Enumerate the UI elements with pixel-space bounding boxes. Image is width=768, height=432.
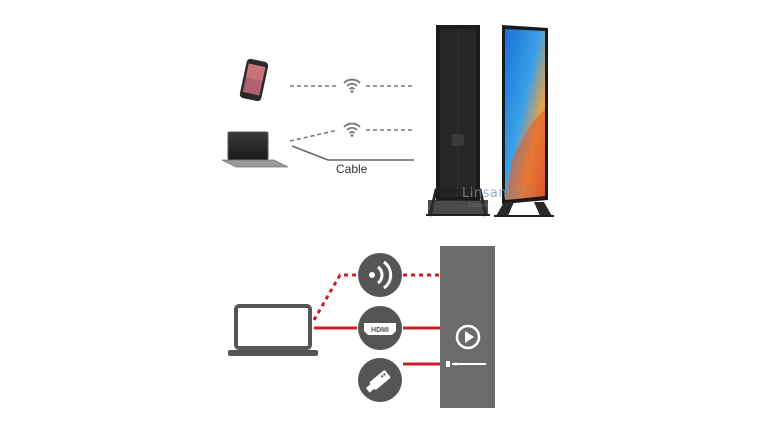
brand-highlight: san: [482, 186, 508, 201]
led-poster-front: [494, 25, 554, 217]
led-poster-back: [426, 25, 490, 217]
brand-tagline: ... Solution ...: [462, 203, 496, 209]
cable-line: [291, 145, 414, 161]
brand-suffix: LED: [507, 186, 535, 201]
brand-prefix: Lin: [462, 186, 483, 201]
laptop-outline-icon: [228, 304, 318, 356]
wifi-icon: [343, 122, 361, 137]
smartphone-icon: [239, 58, 269, 102]
laptop-wifi-link: [289, 129, 414, 142]
usb-drive-icon: [358, 358, 402, 402]
hdmi-icon: HDMI: [358, 306, 402, 350]
wireless-signal-icon: [358, 253, 402, 297]
usb-port-icon: [446, 361, 486, 367]
brand-watermark: LinsanLED: [462, 186, 534, 201]
laptop-icon: [221, 131, 289, 168]
cable-label: Cable: [336, 162, 368, 176]
hdmi-label: HDMI: [371, 327, 389, 334]
wifi-icon: [343, 78, 361, 93]
wireless-link: [312, 273, 440, 321]
play-icon: [455, 324, 481, 350]
